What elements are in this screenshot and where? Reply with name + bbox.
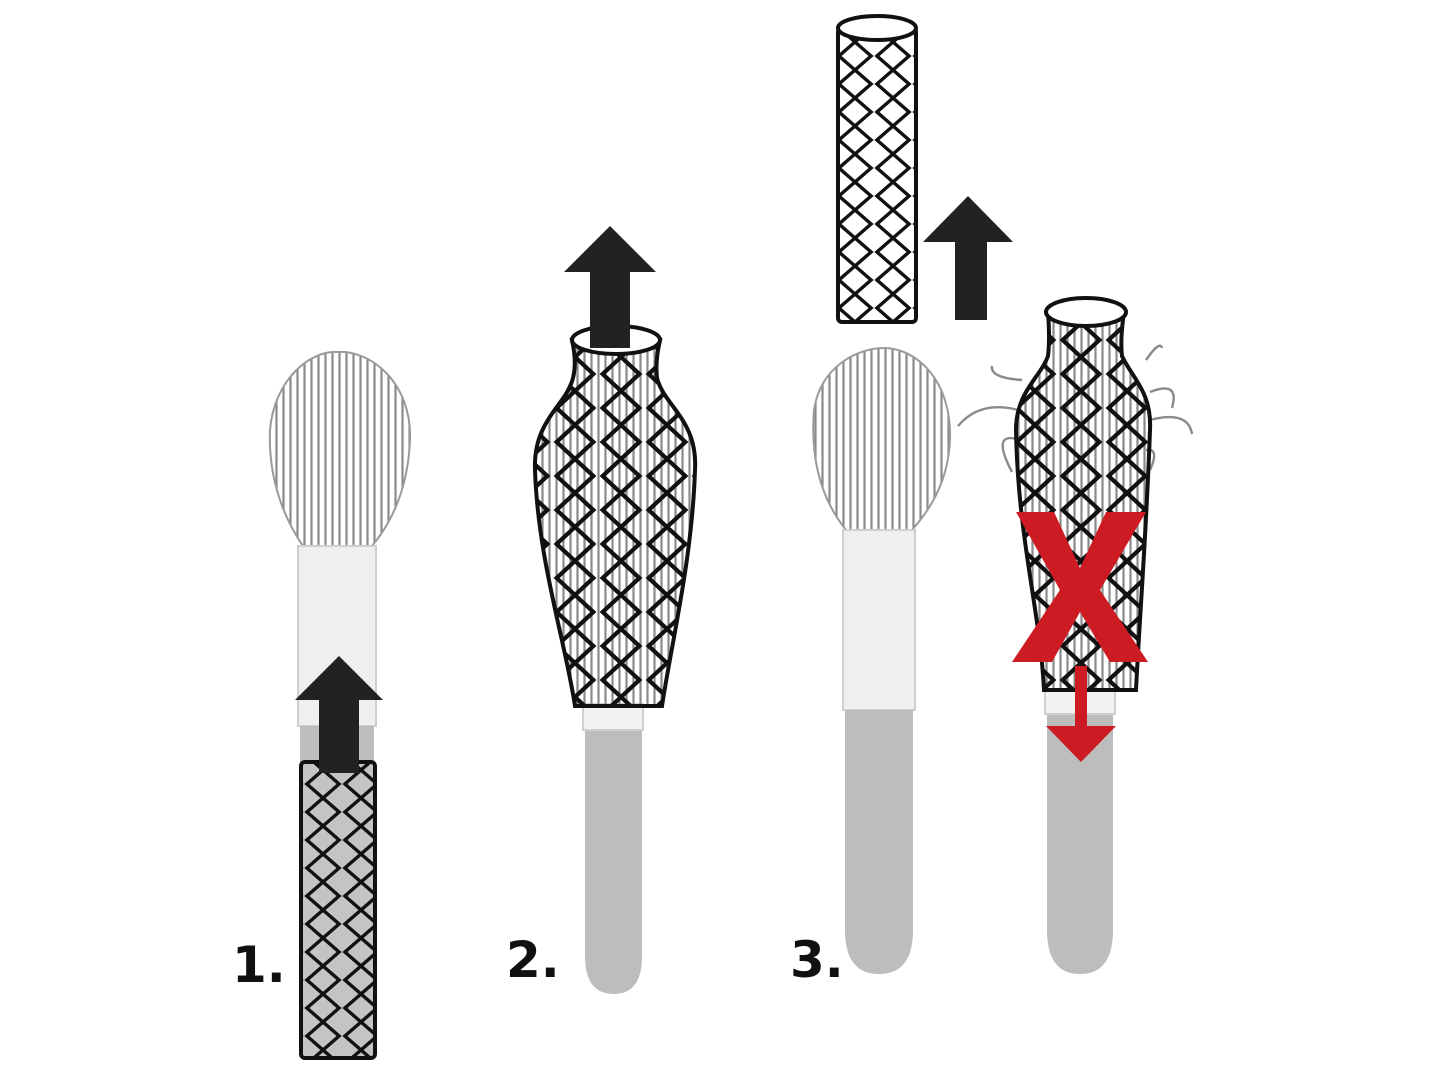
brush-ferrule: [842, 529, 916, 711]
arrow-up-icon: [923, 196, 1013, 320]
brush-bristles: [812, 346, 952, 531]
step-2-label: 2.: [506, 931, 560, 989]
step-2-illustration: [532, 226, 698, 994]
step-1-label: 1.: [232, 936, 286, 994]
removed-net-tube: [836, 14, 918, 324]
red-x-icon: [1012, 512, 1148, 662]
protective-net-on-brush: [532, 324, 698, 708]
incorrect-removal-brush: [957, 296, 1194, 974]
arrow-up-icon: [295, 656, 383, 773]
brush-handle: [585, 728, 642, 994]
brush-handle: [1047, 690, 1113, 974]
clean-brush: [812, 346, 952, 974]
splayed-bristles: [957, 344, 1194, 473]
arrow-down-icon: [1046, 666, 1116, 762]
arrow-up-icon: [564, 226, 656, 348]
protective-net-sleeve: [1013, 310, 1153, 692]
protective-net-sleeve: [299, 760, 377, 1060]
step-1-illustration: [268, 350, 412, 1060]
brush-handle: [845, 710, 913, 974]
brush-bristles: [268, 350, 412, 547]
step-3-label: 3.: [790, 931, 844, 989]
step-3-illustration: [812, 14, 1194, 974]
